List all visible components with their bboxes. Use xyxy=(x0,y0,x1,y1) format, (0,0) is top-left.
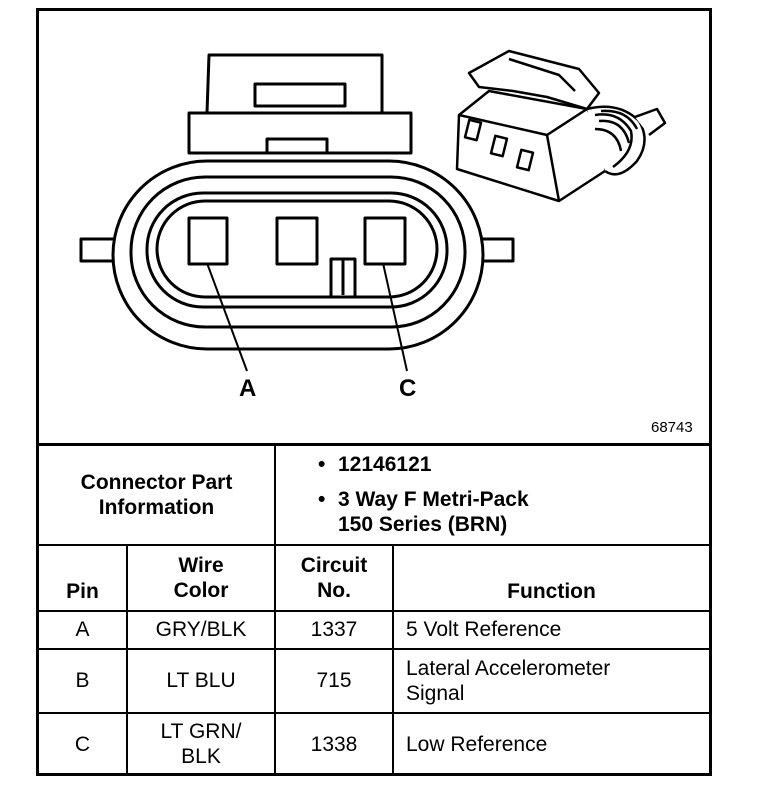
circuit-cell: 1338 xyxy=(274,711,394,775)
header-row: Pin Wire Color Circuit No. Function xyxy=(39,543,709,612)
connector-drawing: A C xyxy=(79,49,667,402)
inner-shell xyxy=(129,175,467,329)
table-row: C LT GRN/ BLK 1338 Low Reference xyxy=(39,711,709,775)
leader-a xyxy=(206,262,248,372)
wire-color-cell: GRY/BLK xyxy=(126,609,276,650)
connector-part-label: Connector Part Information xyxy=(39,443,276,546)
seal-ring-inner xyxy=(155,199,439,299)
function-cell: 5 Volt Reference xyxy=(392,609,709,650)
table-row: B LT BLU 715 Lateral Accelerometer Signa… xyxy=(39,647,709,714)
latch-shoulder xyxy=(187,111,413,155)
figure-number: 68743 xyxy=(651,419,693,436)
connector-type-bullet: •3 Way F Metri-Pack xyxy=(318,488,529,512)
circuit-cell: 715 xyxy=(274,647,394,714)
iso-cavity-2 xyxy=(489,134,509,158)
pin-cell: C xyxy=(39,711,128,775)
leader-c xyxy=(382,262,408,372)
seal-ring xyxy=(145,191,449,309)
pin-label-c: C xyxy=(399,375,416,402)
iso-boot xyxy=(586,105,646,176)
pin-cell: B xyxy=(39,647,128,714)
table-row: A GRY/BLK 1337 5 Volt Reference xyxy=(39,609,709,650)
function-cell: Lateral Accelerometer Signal xyxy=(392,647,709,714)
wire-color-cell: LT BLU xyxy=(126,647,276,714)
function-cell: Low Reference xyxy=(392,711,709,775)
latch-window xyxy=(253,82,347,108)
connector-part-row: Connector Part Information •12146121 •3 … xyxy=(39,443,709,546)
part-number-bullet: •12146121 xyxy=(318,453,432,477)
connector-iso-view xyxy=(455,49,667,203)
pin-cell: A xyxy=(39,609,128,650)
outer-shell xyxy=(111,159,485,351)
connector-part-details: •12146121 •3 Way F Metri-Pack 150 Series… xyxy=(274,443,709,546)
header-pin: Pin xyxy=(39,543,128,612)
connector-front-view xyxy=(79,53,515,372)
wire-color-cell: LT GRN/ BLK xyxy=(126,711,276,775)
pin-label-a: A xyxy=(239,375,256,402)
header-function: Function xyxy=(392,543,709,612)
connector-table: Connector Part Information •12146121 •3 … xyxy=(39,443,709,775)
cavity-c xyxy=(363,216,407,266)
circuit-cell: 1337 xyxy=(274,609,394,650)
header-wire-color: Wire Color xyxy=(126,543,276,612)
iso-cavity-3 xyxy=(515,148,535,172)
cavity-b xyxy=(275,216,319,266)
iso-cavity-1 xyxy=(463,118,483,142)
header-circuit: Circuit No. xyxy=(274,543,394,612)
diagram-frame: A C 68743 Connector Part Information •12… xyxy=(36,8,712,776)
